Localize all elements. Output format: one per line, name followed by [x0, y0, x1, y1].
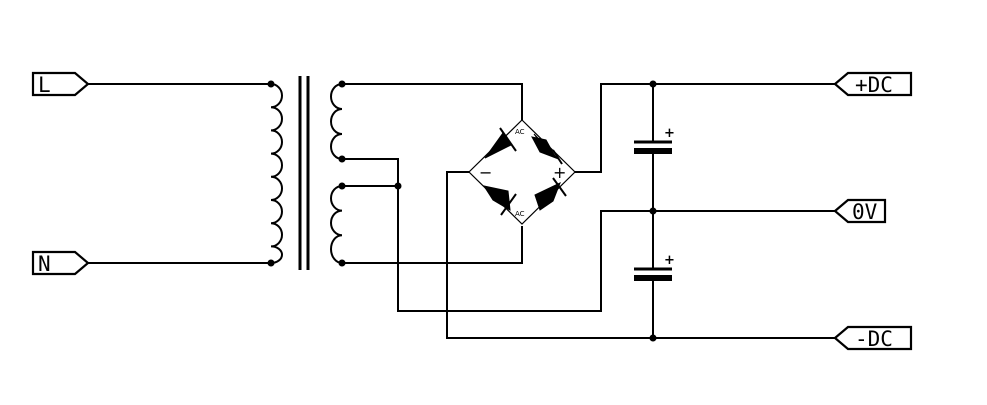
port-pos-dc-label: +DC: [855, 73, 893, 97]
wire-bridge-plus-out: [575, 83, 653, 173]
wire-sec-top-to-bridge: [342, 83, 523, 120]
port-n: N: [31, 250, 90, 276]
wire-bridge-minus-out: [446, 171, 653, 339]
diode-bottom-left: [482, 185, 517, 216]
port-neg-dc-label: -DC: [855, 327, 893, 351]
capacitor-lower: +: [634, 211, 675, 338]
port-n-label: N: [38, 252, 51, 276]
bridge-plus-label: +: [553, 163, 566, 182]
diode-top-right: [531, 133, 563, 165]
wire-center-tap-to-0v: [342, 158, 653, 312]
junction-dot: [267, 80, 275, 88]
transformer-secondary-lower: [330, 185, 343, 264]
transformer: [267, 76, 346, 270]
bridge-minus-label: −: [479, 163, 492, 182]
port-pos-dc: +DC: [833, 71, 913, 97]
capacitor-lower-polarity: +: [664, 253, 675, 268]
bridge-ac-top-label: AC: [515, 128, 525, 136]
transformer-primary-winding: [270, 83, 283, 264]
transformer-secondary-upper: [330, 83, 343, 160]
junction-dot: [394, 182, 402, 190]
port-0v-label: 0V: [852, 200, 878, 224]
capacitor-upper-polarity: +: [664, 126, 675, 141]
wire-sec-bottom-to-bridge: [342, 226, 523, 264]
bridge-outline: [468, 119, 576, 225]
port-0v: 0V: [833, 198, 887, 224]
port-l: L: [31, 71, 90, 97]
diode-top-left: [484, 127, 517, 159]
junction-dot: [267, 259, 275, 267]
port-l-label: L: [38, 73, 51, 97]
port-neg-dc: -DC: [833, 325, 913, 351]
diode-bottom-right: [534, 177, 567, 211]
bridge-ac-bottom-label: AC: [515, 210, 525, 218]
capacitor-upper: +: [634, 84, 675, 211]
bridge-rectifier: AC AC − +: [468, 119, 576, 225]
